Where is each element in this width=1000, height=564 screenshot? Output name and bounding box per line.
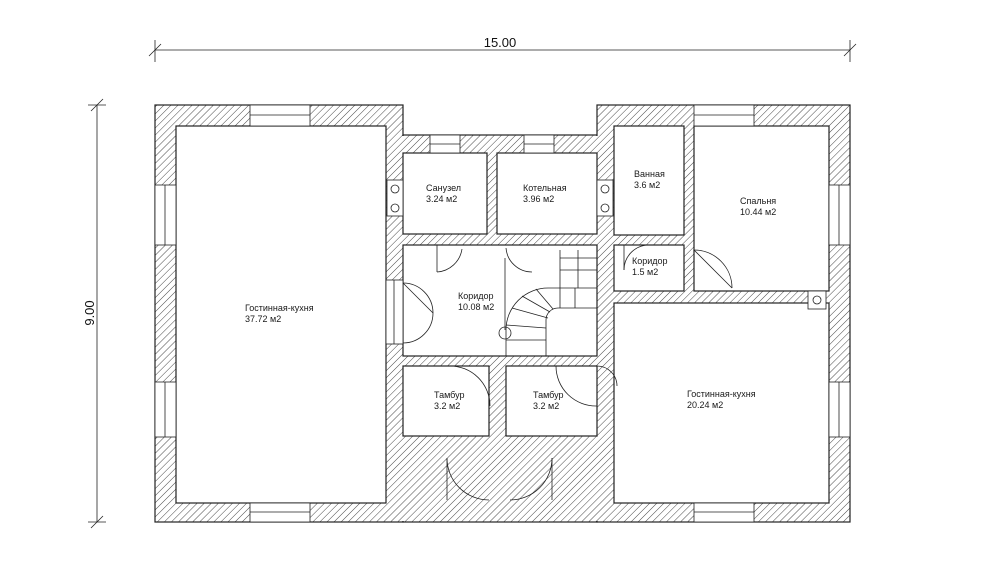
- room-name: Санузел: [426, 183, 461, 193]
- room-area: 10.08 м2: [458, 302, 494, 312]
- room-area: 3.2 м2: [533, 401, 559, 411]
- room-area: 3.96 м2: [523, 194, 554, 204]
- room-corridor-main: [402, 244, 598, 357]
- windows: [154, 104, 851, 523]
- room-area: 3.24 м2: [426, 194, 457, 204]
- room-vestibule-right: [505, 365, 598, 437]
- room-area: 3.2 м2: [434, 401, 460, 411]
- room-boiler: [496, 152, 598, 235]
- room-vestibule-left: [402, 365, 490, 437]
- room-name: Спальня: [740, 196, 776, 206]
- room-area: 37.72 м2: [245, 314, 281, 324]
- room-living-kitchen-right: [613, 302, 830, 504]
- room-living-kitchen-left: [175, 125, 387, 504]
- room-corridor-small: [613, 244, 685, 292]
- room-name: Гостинная-кухня: [687, 389, 756, 399]
- room-area: 10.44 м2: [740, 207, 776, 217]
- room-area: 3.6 м2: [634, 180, 660, 190]
- doors: [402, 244, 733, 501]
- room-name: Тамбур: [533, 390, 564, 400]
- room-bedroom: [693, 125, 830, 292]
- room-labels: Гостинная-кухня 37.72 м2 Санузел 3.24 м2…: [245, 169, 776, 411]
- room-bath: [613, 125, 685, 236]
- room-area: 1.5 м2: [632, 267, 658, 277]
- vent-ducts: [386, 179, 827, 310]
- room-bathroom: [402, 152, 488, 235]
- height-dimension: 9.00: [82, 98, 106, 529]
- room-name: Тамбур: [434, 390, 465, 400]
- room-name: Коридор: [458, 291, 494, 301]
- rooms: [175, 125, 830, 504]
- room-name: Ванная: [634, 169, 665, 179]
- room-name: Гостинная-кухня: [245, 303, 314, 313]
- width-dimension: 15.00: [148, 35, 857, 62]
- height-dimension-label: 9.00: [82, 300, 97, 325]
- room-area: 20.24 м2: [687, 400, 723, 410]
- staircase: [498, 250, 597, 356]
- width-dimension-label: 15.00: [484, 35, 517, 50]
- room-name: Коридор: [632, 256, 668, 266]
- room-name: Котельная: [523, 183, 567, 193]
